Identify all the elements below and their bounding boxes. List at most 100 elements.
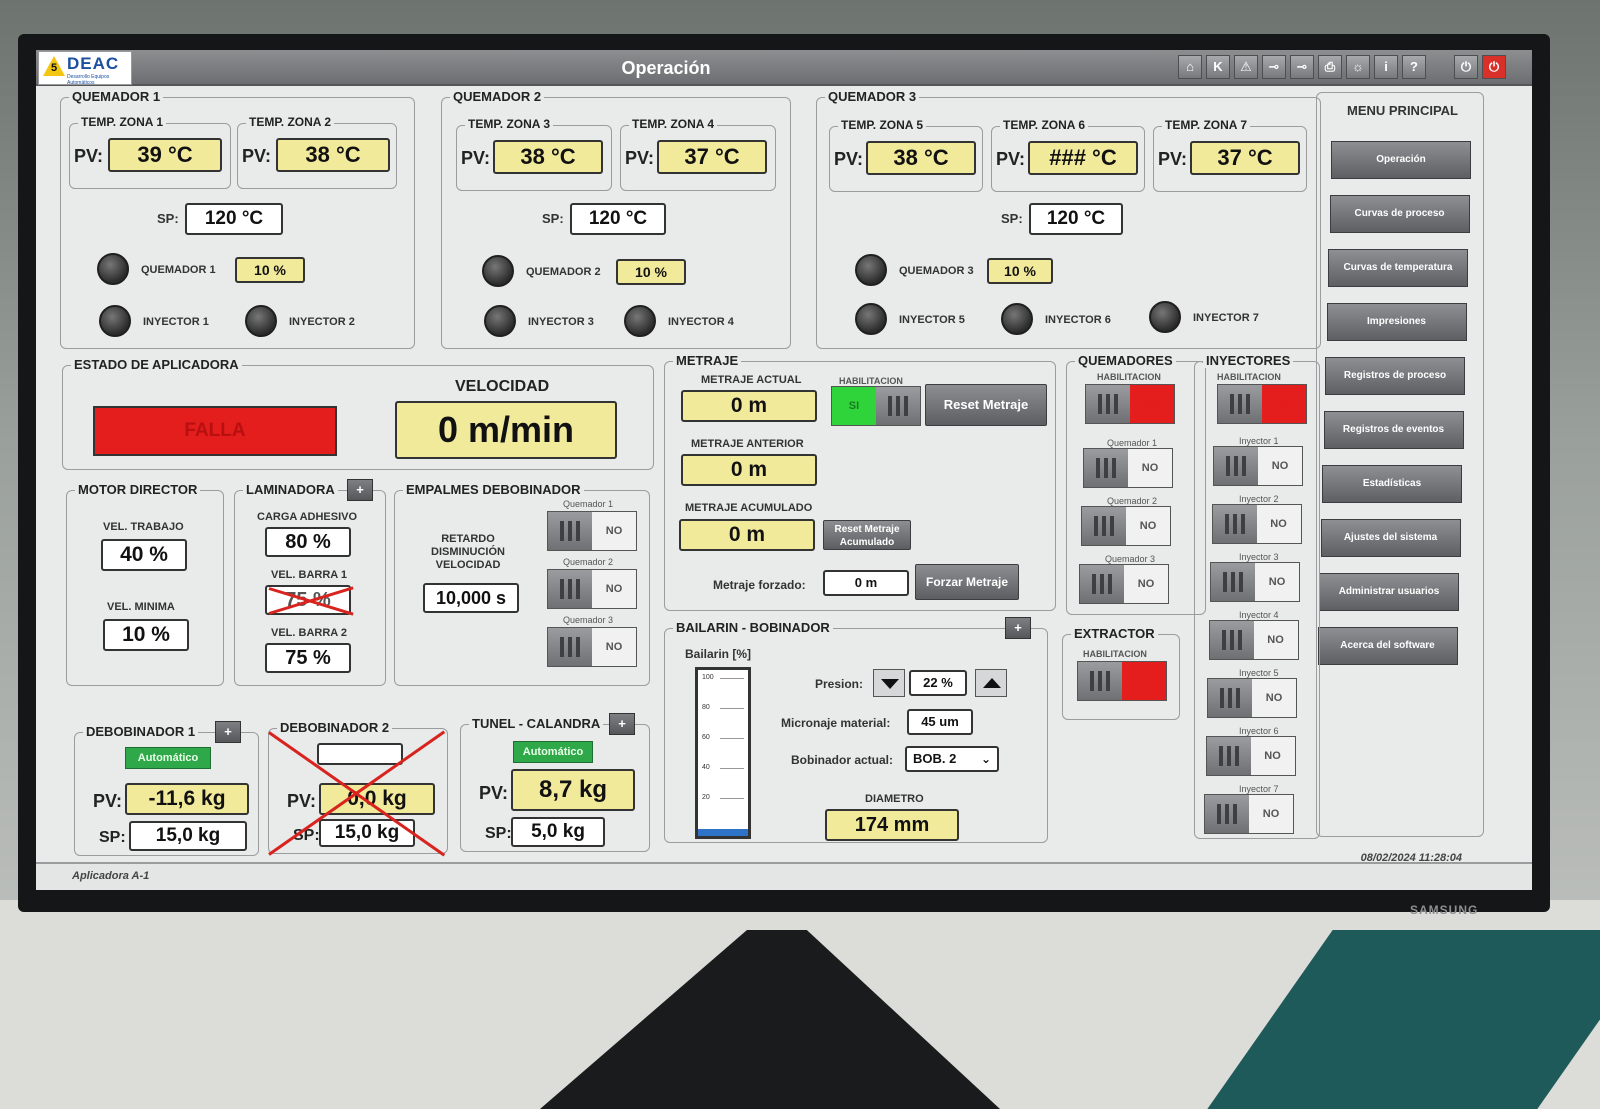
bobinador-select[interactable]: BOB. 2⌄ — [905, 746, 999, 772]
logo-text: DEAC — [67, 54, 120, 73]
presion-input[interactable]: 22 % — [909, 670, 967, 696]
inyector-3-toggle[interactable]: NO — [1210, 562, 1300, 602]
empalme-quemador-1-toggle[interactable]: NO — [547, 511, 637, 551]
metraje-habilitacion-toggle[interactable]: SI — [831, 386, 921, 426]
power-icon[interactable]: ⏻ — [1454, 55, 1478, 79]
empalme-quemador-3-toggle[interactable]: NO — [547, 627, 637, 667]
panel-metraje: METRAJE METRAJE ACTUAL 0 m HABILITACION … — [664, 353, 1056, 611]
panel-legend: QUEMADOR 3 — [825, 89, 920, 104]
laminadora-expand-button[interactable]: + — [347, 479, 373, 501]
habilitacion-label: HABILITACION — [1097, 372, 1161, 382]
gauge-tick — [720, 798, 744, 799]
pv-label: PV: — [479, 783, 509, 803]
help-icon[interactable]: ? — [1402, 55, 1426, 79]
inyector-4-toggle[interactable]: NO — [1208, 620, 1299, 660]
menu-item-estadisticas[interactable]: Estadísticas — [1322, 465, 1462, 503]
vel-trabajo-input[interactable]: 40 % — [101, 539, 187, 571]
debobinador-1-expand-button[interactable]: + — [215, 721, 241, 743]
retardo-input[interactable]: 10,000 s — [423, 583, 519, 613]
toggle-label: Inyector 6 — [1239, 726, 1279, 736]
toggle-label: Inyector 3 — [1239, 552, 1279, 562]
sp-input[interactable]: 120 °C — [570, 203, 666, 235]
inyectores-habilitacion-toggle[interactable]: NO — [1217, 384, 1307, 424]
status-bar: Aplicadora A-1 08/02/2024 11:28:04 — [36, 852, 1532, 890]
reset-metraje-button[interactable]: Reset Metraje — [925, 384, 1047, 426]
shutdown-icon[interactable]: ⏻ — [1482, 55, 1506, 79]
presion-up-button[interactable] — [975, 669, 1007, 697]
toggle-label: Quemador 1 — [1107, 438, 1158, 448]
speed-display: 0 m/min — [395, 401, 617, 459]
extractor-habilitacion-toggle[interactable]: NO — [1077, 661, 1167, 701]
zone-box: TEMP. ZONA 3 PV: 38 °C — [456, 117, 612, 191]
metraje-anterior-label: METRAJE ANTERIOR — [691, 438, 804, 450]
sp-input[interactable]: 120 °C — [1029, 203, 1123, 235]
warning-icon[interactable]: 5 — [43, 56, 65, 76]
menu-item-curvas-de-proceso[interactable]: Curvas de proceso — [1329, 195, 1470, 233]
vel-minima-input[interactable]: 10 % — [103, 619, 189, 651]
menu-item-registros-de-proceso[interactable]: Registros de proceso — [1325, 357, 1465, 395]
temp-zone-7-pv: 37 °C — [1190, 141, 1300, 175]
home-icon[interactable]: ⌂ — [1178, 55, 1202, 79]
printer-icon[interactable]: ⎙ — [1318, 55, 1342, 79]
menu-item-acerca-del-software[interactable]: Acerca del software — [1317, 627, 1458, 665]
toggle-state: NO — [1139, 520, 1157, 532]
gauge-fill — [698, 828, 748, 836]
barra1-label: VEL. BARRA 1 — [271, 569, 347, 581]
vel-barra-2-input[interactable]: 75 % — [265, 643, 351, 673]
temp-zone-5-pv: 38 °C — [866, 141, 976, 175]
metraje-forzado-input[interactable]: 0 m — [823, 570, 909, 596]
menu-item-impresiones[interactable]: Impresiones — [1326, 303, 1467, 341]
toggle-label: Quemador 3 — [1105, 554, 1156, 564]
inyector-6-toggle[interactable]: NO — [1205, 736, 1296, 776]
reset-metraje-acumulado-button[interactable]: Reset Metraje Acumulado — [823, 520, 911, 550]
monitor-brand: SAMSUNG — [1410, 903, 1479, 917]
burner-2-pct: 10 % — [616, 259, 686, 285]
inyector-7-toggle[interactable]: NO — [1204, 794, 1294, 834]
carga-adhesivo-input[interactable]: 80 % — [265, 527, 351, 557]
bulb-icon[interactable]: ☼ — [1346, 55, 1370, 79]
diametro-display: 174 mm — [825, 809, 959, 841]
mode-badge: Automático — [125, 747, 211, 769]
menu-item-curvas-de-temperatura[interactable]: Curvas de temperatura — [1328, 249, 1468, 287]
empalme-quemador-2-toggle[interactable]: NO — [547, 569, 637, 609]
debobinador-1-sp[interactable]: 15,0 kg — [129, 821, 247, 851]
menu-item-administrar-usuarios[interactable]: Administrar usuarios — [1319, 573, 1459, 611]
forzar-metraje-button[interactable]: Forzar Metraje — [915, 564, 1019, 600]
menu-item-registros-de-eventos[interactable]: Registros de eventos — [1323, 411, 1464, 449]
micronaje-input[interactable]: 45 um — [907, 709, 973, 735]
tunel-expand-button[interactable]: + — [609, 713, 635, 735]
k-icon[interactable]: K — [1206, 55, 1230, 79]
panel-legend: TUNEL - CALANDRA — [469, 716, 604, 731]
alarm-icon[interactable]: ⚠ — [1234, 55, 1258, 79]
pv-label: PV: — [93, 791, 123, 811]
arrow-down-icon — [881, 679, 899, 689]
presion-down-button[interactable] — [873, 669, 905, 697]
panel-debobinador-2: DEBOBINADOR 2 PV: 0,0 kg SP: 15,0 kg — [268, 720, 448, 857]
menu-item-ajustes-del-sistema[interactable]: Ajustes del sistema — [1320, 519, 1461, 557]
warning-count: 5 — [51, 62, 58, 74]
machine-name: Aplicadora A-1 — [72, 870, 150, 882]
menu-item-operacion[interactable]: Operación — [1331, 141, 1471, 179]
metraje-forzado-label: Metraje forzado: — [713, 578, 806, 592]
panel-motor-director: MOTOR DIRECTOR VEL. TRABAJO 40 % VEL. MI… — [66, 482, 224, 686]
inyector-2-toggle[interactable]: NO — [1211, 504, 1302, 544]
quemador-2-toggle[interactable]: NO — [1081, 506, 1171, 546]
sp-input[interactable]: 120 °C — [185, 203, 283, 235]
quemador-3-toggle[interactable]: NO — [1079, 564, 1169, 604]
toggle-state: NO — [1262, 385, 1306, 423]
quemador-1-toggle[interactable]: NO — [1083, 448, 1173, 488]
info-icon[interactable]: i — [1374, 55, 1398, 79]
inyector-1-toggle[interactable]: NO — [1213, 446, 1303, 486]
key2-icon[interactable]: ⊸ — [1290, 55, 1314, 79]
quemadores-habilitacion-toggle[interactable]: NO — [1085, 384, 1175, 424]
tunel-sp[interactable]: 5,0 kg — [511, 817, 605, 847]
bobinador-label: Bobinador actual: — [791, 753, 894, 767]
bailarin-expand-button[interactable]: + — [1005, 617, 1031, 639]
metraje-actual-label: METRAJE ACTUAL — [701, 374, 802, 386]
inyector-5-toggle[interactable]: NO — [1207, 678, 1297, 718]
pv-label: PV: — [242, 146, 272, 166]
key-icon[interactable]: ⊸ — [1262, 55, 1286, 79]
status-alarm: FALLA — [93, 406, 337, 456]
